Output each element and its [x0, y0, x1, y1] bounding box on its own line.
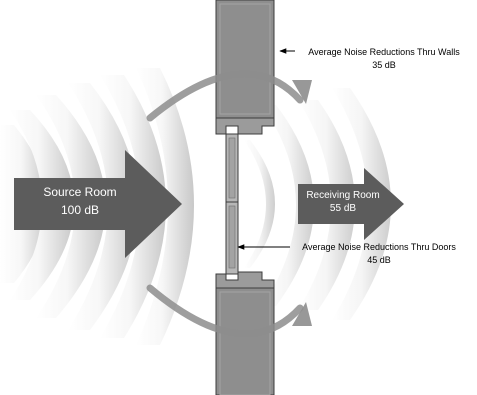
receiving-wave-1 [244, 140, 275, 268]
text-labels: Source Room 100 dB Receiving Room 55 dB … [43, 47, 460, 265]
doors-note-level: 45 dB [367, 255, 391, 265]
source-wave-5 [100, 75, 166, 338]
flanking-arrow-bottom [146, 284, 304, 338]
receiving-wave-4 [332, 88, 391, 320]
door-frame-bottom [215, 271, 275, 289]
callout-lines [237, 48, 295, 250]
wall-upper [215, 0, 275, 119]
walls-note-level: 35 dB [372, 60, 396, 70]
source-room-title: Source Room [43, 185, 116, 199]
source-room-arrow [14, 150, 182, 258]
flanking-arrow-bottom-head [292, 302, 312, 326]
flanking-arrow-top [146, 70, 304, 122]
source-sound-waves [0, 68, 194, 345]
receiving-room-title: Receiving Room [306, 190, 379, 201]
walls-note-title: Average Noise Reductions Thru Walls [308, 47, 460, 57]
receiving-room-level: 55 dB [330, 203, 356, 214]
source-wave-3 [36, 95, 106, 318]
receiving-wave-3 [298, 100, 355, 310]
receiving-room-arrow [298, 168, 404, 240]
source-room-level: 100 dB [61, 203, 99, 217]
flanking-arrow-top-head [292, 80, 312, 104]
wall-lower [215, 287, 275, 395]
source-wave-4 [68, 83, 138, 330]
door-panel [225, 133, 239, 275]
door-frame-top [215, 117, 275, 135]
receiving-sound-waves [244, 88, 391, 320]
flanking-paths [146, 70, 312, 338]
receiving-wave-2 [262, 105, 314, 306]
source-wave-6 [136, 68, 194, 345]
doors-note-title: Average Noise Reductions Thru Doors [302, 242, 456, 252]
